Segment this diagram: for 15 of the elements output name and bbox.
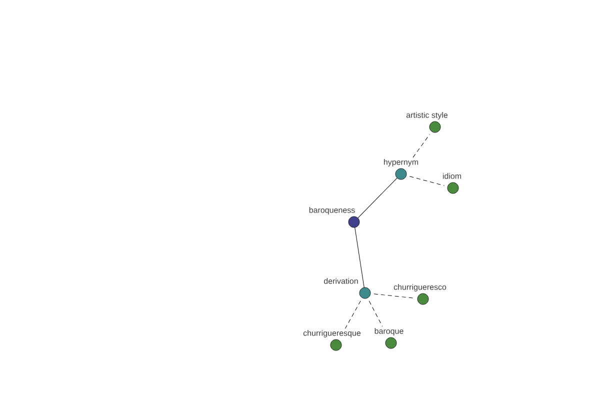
- connector-line: [412, 134, 430, 158]
- connector-line: [354, 227, 364, 288]
- node-label: hypernym: [384, 159, 418, 166]
- connector-line: [368, 300, 383, 327]
- node-label: artistic style: [406, 112, 448, 120]
- connector-line: [345, 300, 361, 329]
- node-label: churrigueresco: [394, 284, 446, 292]
- connector-line: [409, 176, 445, 186]
- node-label: baroqueness: [309, 207, 355, 214]
- node-label: derivation: [324, 278, 358, 284]
- node-label: churrigueresque: [303, 330, 361, 338]
- node-label: baroque: [374, 328, 404, 336]
- node-label: idiom: [442, 173, 462, 179]
- connector-line: [358, 178, 398, 218]
- connector-line: [374, 294, 414, 298]
